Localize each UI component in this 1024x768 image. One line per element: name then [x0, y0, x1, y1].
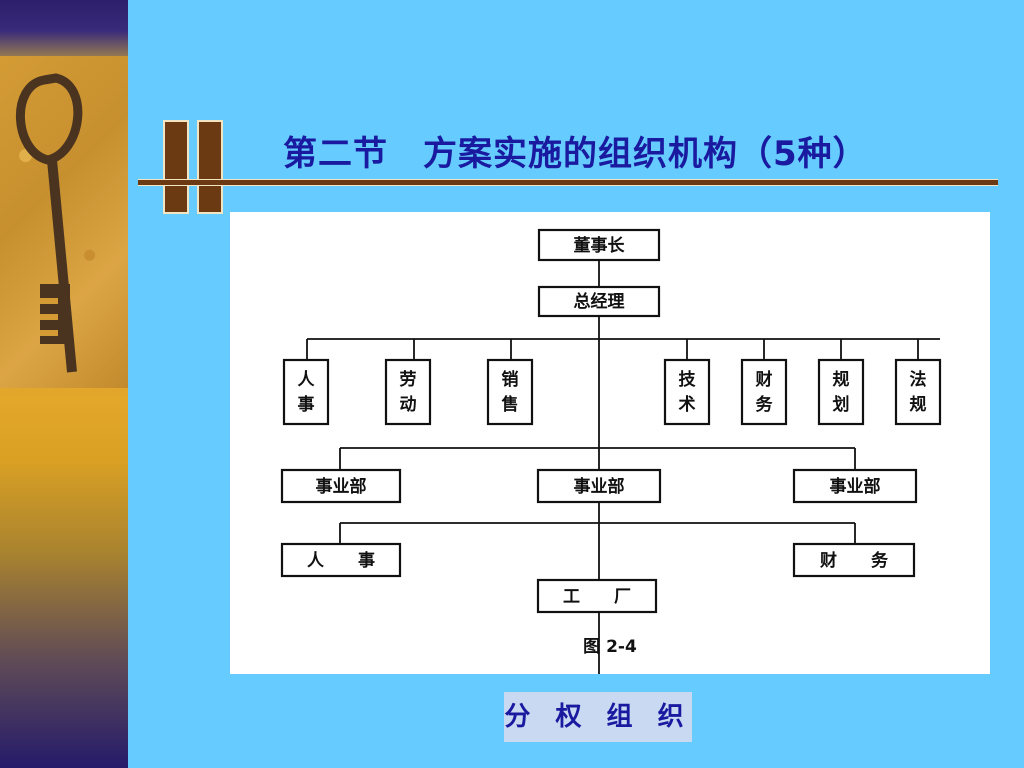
chairman-node: 董事长 [537, 228, 661, 262]
department-label: 动 [400, 395, 417, 415]
department-node: 技 术 [663, 358, 711, 426]
department-node: 劳 动 [384, 358, 432, 426]
department-label: 法 [910, 369, 927, 390]
department-label: 术 [679, 394, 696, 415]
division-unit-node: 人 事 [280, 542, 402, 578]
department-label: 售 [502, 394, 519, 415]
department-label: 销 [502, 369, 519, 390]
department-label: 务 [756, 394, 774, 415]
department-label: 技 [679, 369, 697, 390]
department-node: 法 规 [894, 358, 942, 426]
division-unit-label: 人 事 [307, 551, 375, 571]
division-unit-node: 财 务 [792, 542, 916, 578]
org-chart-figure: 董事长 总经理 人 事 劳 动 销 售 技 术 财 [230, 212, 990, 674]
key-image [0, 56, 128, 388]
department-label: 划 [833, 394, 850, 415]
caption-box: 分 权 组 织 [504, 692, 692, 742]
department-label: 劳 [400, 369, 417, 390]
decor-bar [163, 120, 189, 214]
division-node: 事业部 [280, 468, 402, 504]
division-unit-node: 工 厂 [536, 578, 658, 614]
department-node: 规 划 [817, 358, 865, 426]
general-manager-label: 总经理 [574, 291, 625, 312]
org-chart-svg: 董事长 总经理 人 事 劳 动 销 售 技 术 财 [280, 228, 942, 674]
division-node: 事业部 [792, 468, 918, 504]
chairman-label: 董事长 [574, 235, 626, 256]
department-label: 规 [833, 370, 850, 390]
left-decorative-strip [0, 0, 128, 768]
decor-bar [197, 120, 223, 214]
department-label: 人 [298, 370, 316, 390]
division-unit-label: 工 厂 [563, 587, 631, 607]
division-label: 事业部 [830, 476, 881, 497]
title-rule [138, 179, 998, 186]
department-node: 财 务 [740, 358, 788, 426]
figure-label: 图 2-4 [583, 637, 637, 657]
department-label: 财 [755, 369, 773, 390]
division-node: 事业部 [536, 468, 662, 504]
general-manager-node: 总经理 [537, 285, 661, 318]
department-node: 销 售 [486, 358, 534, 426]
division-unit-label: 财 务 [819, 550, 889, 571]
division-label: 事业部 [574, 476, 625, 497]
division-label: 事业部 [316, 476, 367, 497]
department-node: 人 事 [282, 358, 330, 426]
slide-title: 第二节 方案实施的组织机构（5种） [283, 134, 868, 174]
department-label: 规 [910, 395, 927, 415]
department-label: 事 [298, 395, 315, 415]
